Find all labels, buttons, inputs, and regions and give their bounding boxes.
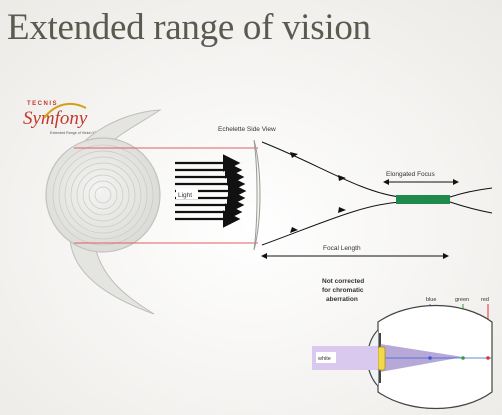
blue-label: blue [426,297,436,303]
tecnis-symfony-logo: TECNIS Symfony Extended Range of Vision … [23,101,98,135]
lens-optic [45,137,161,253]
intraocular-lens [45,109,162,315]
ray-upper [261,141,493,198]
slide-title: Extended range of vision [7,7,371,48]
lens-implant [377,346,386,371]
elongated-focus-region [396,195,450,204]
white-label-bg [316,352,336,363]
green-focus-dot [461,356,465,360]
focal-length-label: Focal Length [323,245,361,252]
logo-brand-top: TECNIS [27,101,58,107]
logo-tagline: Extended Range of Vision IOL [50,131,98,135]
blue-focus-dot [428,356,432,360]
light-arrows [175,154,247,228]
echelette-side-view-label: Echelette Side View [218,126,276,133]
green-label: green [455,297,469,303]
elongated-focus-label: Elongated Focus [386,171,436,178]
white-label: white [317,356,331,362]
ray-lower [261,201,493,246]
red-focus-dot [486,356,490,360]
diffractive-rings [52,144,154,246]
light-label: Light [178,192,192,199]
red-label: red [481,297,489,303]
echelette-lens-side [253,139,261,251]
chromatic-caption-line1: Not corrected [322,278,364,285]
chromatic-caption-line3: aberration [326,296,358,303]
chromatic-caption-line2: for chromatic [322,287,364,294]
eye-illustration [367,304,493,410]
lower-haptic [69,237,155,315]
light-label-bg [176,189,198,199]
logo-brand-name: Symfony [23,108,88,129]
logo-swoosh [43,102,87,119]
ray-direction-arrows [290,152,346,233]
